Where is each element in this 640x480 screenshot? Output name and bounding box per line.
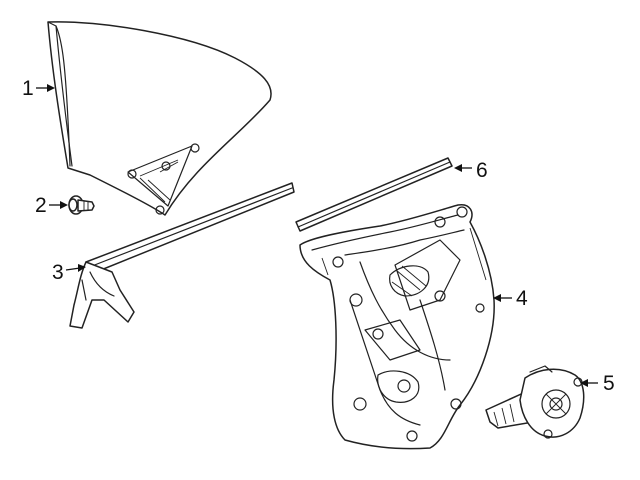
callout-label-2: 2 (35, 194, 47, 217)
callout-label-6: 6 (476, 159, 488, 182)
part-4-regulator-panel (299, 203, 495, 450)
callout-4: 4 (493, 287, 528, 310)
part-5-window-motor (485, 365, 585, 439)
part-6-belt-weatherstrip (295, 157, 453, 232)
callout-2: 2 (35, 194, 68, 217)
callout-label-4: 4 (516, 287, 528, 310)
callout-label-1: 1 (22, 77, 34, 100)
part-2-bolt (68, 195, 95, 215)
part-1-window-glass (47, 21, 272, 216)
part-3-run-channel (69, 182, 295, 329)
callout-1: 1 (22, 77, 55, 100)
callout-label-3: 3 (52, 261, 64, 284)
callout-label-5: 5 (603, 372, 615, 395)
callout-3: 3 (52, 261, 86, 284)
callout-5: 5 (580, 372, 615, 395)
callout-6: 6 (454, 159, 488, 182)
